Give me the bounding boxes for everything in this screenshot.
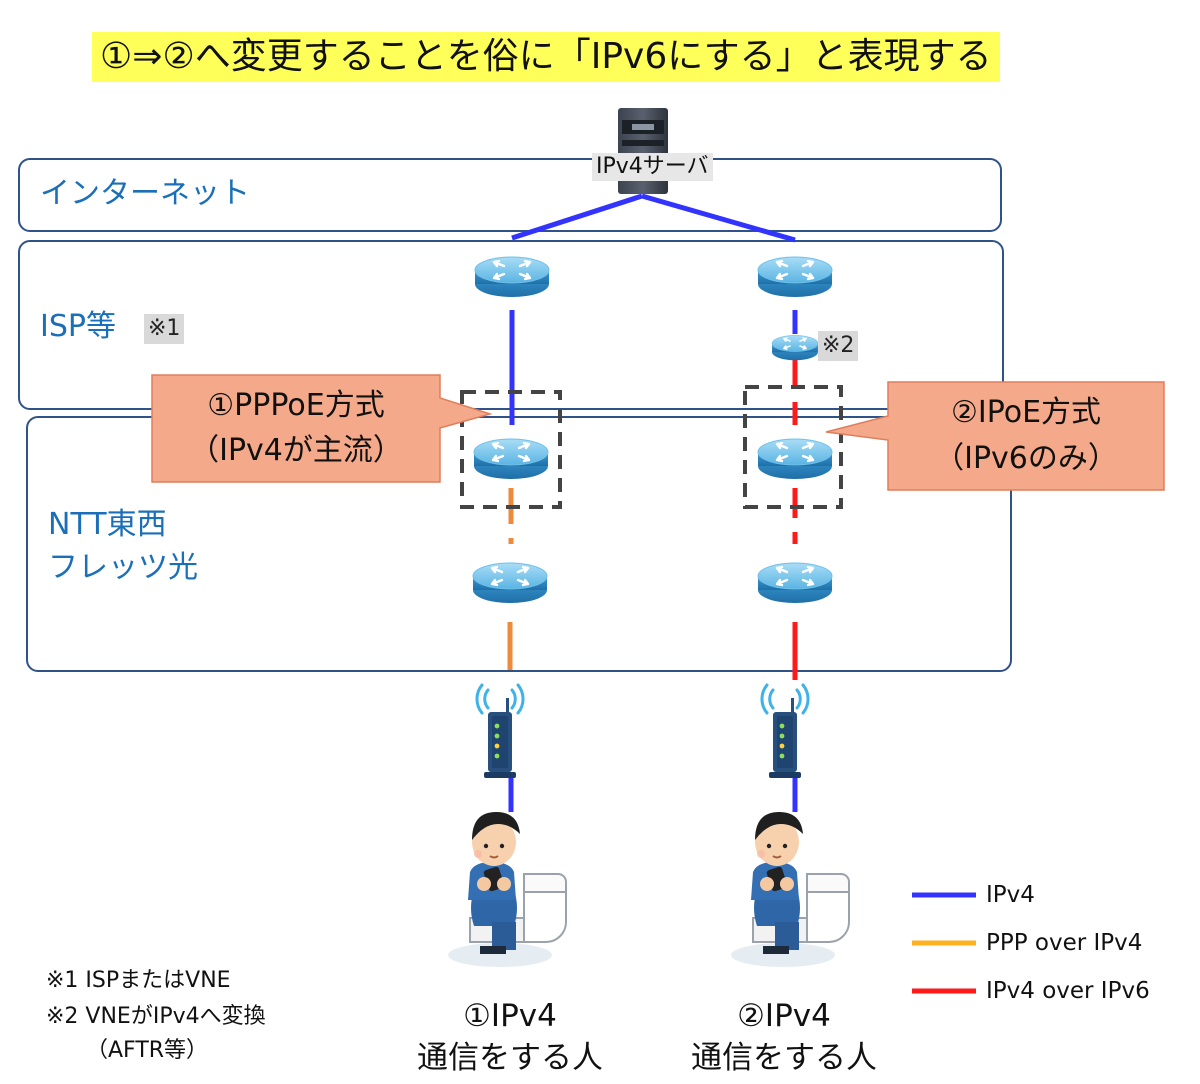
person-on-toilet-icon-left [447,811,567,968]
page-title: ①⇒②へ変更することを俗に「IPv6にする」と表現する [92,32,1000,82]
person-label-right-line2: 通信をする人 [691,1040,877,1076]
ntt-zone [26,416,1012,672]
isp-footnote-marker: ※1 [144,314,185,344]
legend-label-ppp-over-ipv4: PPP over IPv4 [986,930,1143,956]
router-icon-ntt-right-upper [756,437,834,481]
person-label-left-line1: ①IPv4 [463,998,557,1034]
pppoe-callout-title: ①PPPoE方式 [207,388,385,423]
internet-zone-label: インターネット [40,176,250,211]
router-icon-ntt-left-lower [471,561,549,605]
ntt-zone-label-line1: NTT東西 [48,507,167,542]
ipoe-callout-title: ②IPoE方式 [950,395,1102,430]
server-icon [618,108,668,194]
router-icon-isp-left [473,255,551,299]
legend-label-ipv4: IPv4 [986,882,1035,908]
person-on-toilet-icon-right [730,811,850,968]
footnote-2-detail: （AFTR等） [86,1038,209,1063]
footnote-2: ※2 VNEがIPv4へ変換 [46,1004,266,1029]
wifi-router-icon-right [760,683,810,780]
pppoe-callout-subtitle: （IPv4が主流） [189,433,403,468]
wifi-router-icon-left [475,683,525,780]
vne-router-footnote-marker: ※2 [818,331,859,361]
footnote-1: ※1 ISPまたはVNE [46,968,231,993]
isp-zone-label: ISP等 [40,309,116,344]
router-icon-isp-right [756,255,834,299]
ntt-zone-label-line2: フレッツ光 [48,550,198,585]
person-label-left-line2: 通信をする人 [417,1040,603,1076]
legend-label-ipv4-over-ipv6: IPv4 over IPv6 [986,978,1150,1004]
router-icon-ntt-right-lower [756,561,834,605]
router-icon-vne-small [771,334,819,362]
ipoe-callout-subtitle: （IPv6のみ） [934,441,1118,476]
internet-zone [18,158,1002,232]
legend-swatches [912,892,976,994]
ipoe-callout [825,381,1165,491]
pppoe-callout [151,374,493,483]
server-label: IPv4サーバ [592,153,713,181]
person-label-right-line1: ②IPv4 [737,998,831,1034]
router-icon-ntt-left-upper [472,437,550,481]
